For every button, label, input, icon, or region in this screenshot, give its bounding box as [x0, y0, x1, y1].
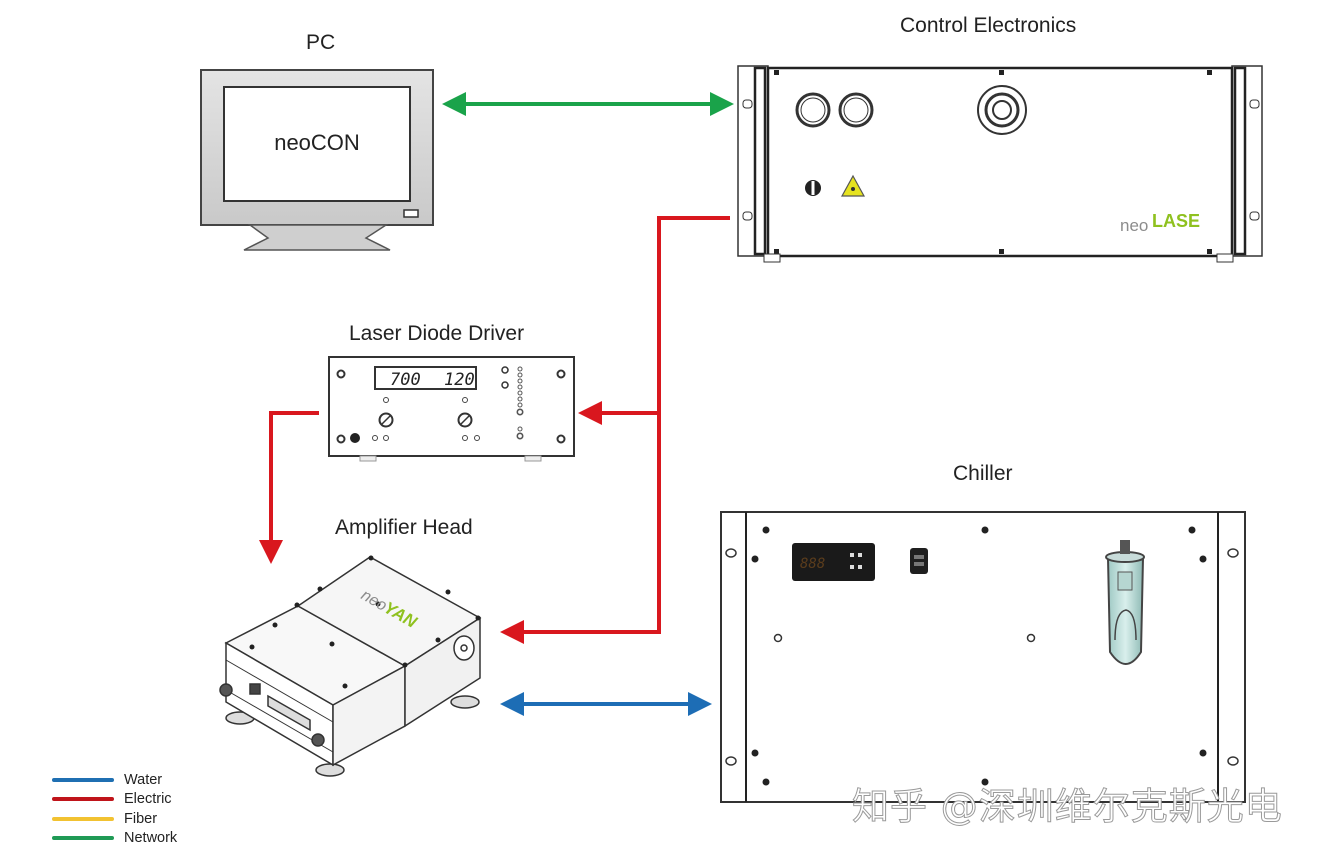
- connector-icon: [838, 92, 874, 128]
- pc-screen-text: neoCON: [274, 130, 360, 155]
- driver-display: [374, 366, 477, 390]
- water-reservoir-icon: [1105, 540, 1145, 665]
- legend-label: Network: [124, 830, 178, 847]
- laser-diode-driver-title: Laser Diode Driver: [349, 322, 525, 345]
- electric-trunk: [500, 216, 730, 644]
- pc-screen: [223, 86, 411, 202]
- laser-diode-driver-unit: 700 120: [328, 356, 575, 462]
- amplifier-head-unit: neo YAN: [219, 555, 482, 777]
- legend-label: Water: [124, 771, 163, 788]
- display-right-value: 120: [444, 370, 475, 390]
- legend-item-electric: Electric: [52, 790, 177, 810]
- monitor-stand: [243, 224, 391, 251]
- legend-item-water: Water: [52, 770, 177, 790]
- connector-icon: [219, 683, 233, 697]
- control-electronics-unit: neo LASE: [737, 65, 1263, 263]
- legend-label: Fiber: [124, 810, 158, 827]
- chiller-display-value: 888: [800, 556, 825, 572]
- pc-title: PC: [306, 31, 336, 54]
- watermark: 知乎 @深圳维尔克斯光电: [852, 785, 1283, 829]
- legend-swatch-water: [52, 777, 114, 782]
- power-led-icon: [403, 209, 419, 218]
- pc-monitor: neoCON: [200, 69, 434, 251]
- connector-icon: [795, 92, 831, 128]
- chiller-unit: 888: [720, 511, 1246, 803]
- power-switch-icon: [910, 548, 928, 574]
- chiller-controller: [792, 543, 875, 581]
- brand-suffix: LASE: [1152, 211, 1200, 231]
- laser-warning-icon: [840, 174, 866, 197]
- fiber-port-icon: [977, 85, 1027, 135]
- display-left-value: 700: [390, 370, 421, 390]
- legend-swatch-electric: [52, 797, 114, 802]
- electric-driver-to-amplifier: [259, 411, 319, 564]
- status-led-column: [516, 366, 524, 440]
- key-switch-icon: [805, 180, 821, 196]
- db-connector-icon: [267, 694, 311, 732]
- legend-label: Electric: [124, 791, 172, 808]
- connector-icon: [311, 733, 325, 747]
- legend: Water Electric Fiber Network: [52, 770, 177, 848]
- chiller-title: Chiller: [953, 462, 1013, 485]
- power-button-icon: [350, 433, 360, 443]
- temperature-knob-icon: [457, 412, 473, 428]
- legend-swatch-fiber: [52, 816, 114, 821]
- legend-item-fiber: Fiber: [52, 809, 177, 829]
- legend-swatch-network: [52, 836, 114, 841]
- brand-prefix: neo: [1120, 216, 1148, 235]
- legend-item-network: Network: [52, 829, 177, 849]
- control-electronics-title: Control Electronics: [900, 14, 1077, 37]
- current-knob-icon: [378, 412, 394, 428]
- amplifier-head-title: Amplifier Head: [335, 516, 473, 539]
